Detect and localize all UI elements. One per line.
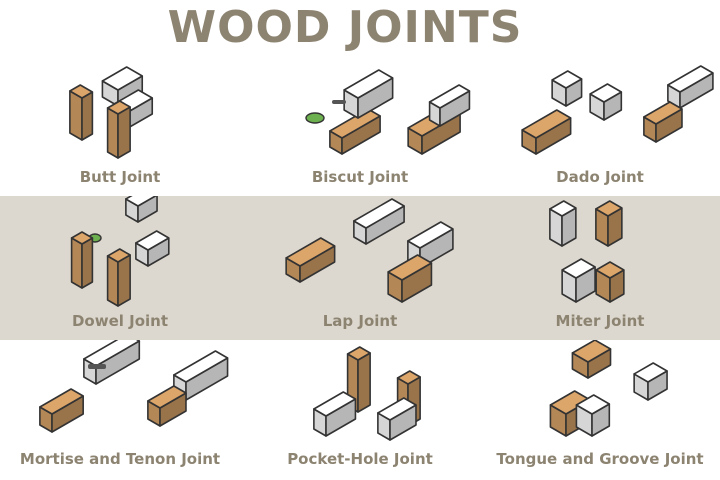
joint-label: Dado Joint [556,168,644,186]
joint-card-biscuit: Biscut Joint [240,58,480,202]
dowel-wood-front-top [106,248,131,263]
tongue-wood-top-top [571,340,612,363]
butt-wood-front-right [117,106,131,159]
butt-wood-back-top [69,84,94,99]
mortise-wood-right-top [147,385,187,409]
dado-metal-left-b-top [589,83,623,103]
dado-metal-left-a-top [551,70,583,89]
miter-joint-icon [549,200,625,303]
joint-label: Pocket-Hole Joint [287,450,433,468]
butt-wood-front-left [106,107,119,159]
mortise-metal-right-top [173,350,229,383]
joint-card-dowel: Dowel Joint [0,196,240,340]
dowel-wood-back-top [70,231,94,245]
butt-wood-front-top [106,100,131,115]
dado-wood-left-top [521,109,572,139]
biscuit-wafer [305,112,325,124]
dado-joint-icon [521,65,714,155]
joint-card-miter: Miter Joint [480,196,720,340]
pocket-wood-right-top [396,370,421,385]
lap-joint-icon [285,198,454,303]
page-title: WOOD JOINTS [167,2,523,53]
butt-metal-top-top [101,66,144,91]
mortise-slot [88,364,106,369]
miter-metal-upper-top [549,200,577,217]
pocket-hole-joint-icon [313,346,421,441]
tongue-metal-right-top [633,362,668,383]
joint-label: Biscut Joint [311,168,409,186]
butt-joint-icon [69,66,154,159]
pocket-wood-left-top [346,346,371,361]
joint-label: Lap Joint [322,312,398,330]
dowel-wood-back-left [70,237,83,289]
dado-metal-right-top [667,65,714,93]
lap-wood-right-top [387,254,433,281]
biscuit-metal-left-top [343,69,394,99]
biscuit-metal-right-top [428,84,471,109]
miter-wood-lower-top [595,261,625,279]
miter-wood-upper-top [595,200,623,217]
butt-wood-back-left [69,90,83,141]
joint-card-mortise-tenon: Mortise and Tenon Joint [0,340,240,480]
mortise-wood-left-top [39,388,84,415]
joint-label: Tongue and Groove Joint [496,450,704,468]
dowel-metal-top-right [137,196,158,223]
dado-wood-right-top [643,101,683,125]
dowel-wood-front-left [106,255,119,307]
dowel-joint-icon [70,196,170,307]
butt-wood-back-right [81,91,94,141]
joint-label: Mortise and Tenon Joint [19,450,221,468]
tongue-and-groove-joint-icon [549,340,668,437]
lap-wood-left-top [285,237,336,267]
joint-card-butt: Butt Joint [0,58,240,202]
dowel-wood-back-right [81,237,94,289]
joint-card-tongue-groove: Tongue and Groove Joint [480,340,720,480]
mortise-metal-left-top [83,340,141,367]
lap-metal-right-top [407,221,454,249]
pocket-metal-left-top [313,391,357,417]
lap-metal-left-top [353,198,405,229]
groove-metal-front-top [575,394,611,415]
dowel-metal-top-top [125,196,157,207]
miter-metal-lower-top [561,258,596,279]
mortise-and-tenon-joint-icon [39,340,229,433]
joint-label: Miter Joint [555,312,645,330]
dowel-wood-front-right [117,254,131,307]
biscuit-joint-icon [305,69,471,155]
biscuit-slot [332,100,346,104]
joint-card-lap: Lap Joint [240,196,480,340]
joint-card-dado: Dado Joint [480,58,720,202]
dowel-metal-bottom-top [135,230,170,251]
joint-card-pocket-hole: Pocket-Hole Joint [240,340,480,480]
joint-label: Butt Joint [79,168,161,186]
pocket-metal-right-top [377,397,417,421]
pocket-wood-left-right [357,352,371,413]
joint-label: Dowel Joint [71,312,169,330]
